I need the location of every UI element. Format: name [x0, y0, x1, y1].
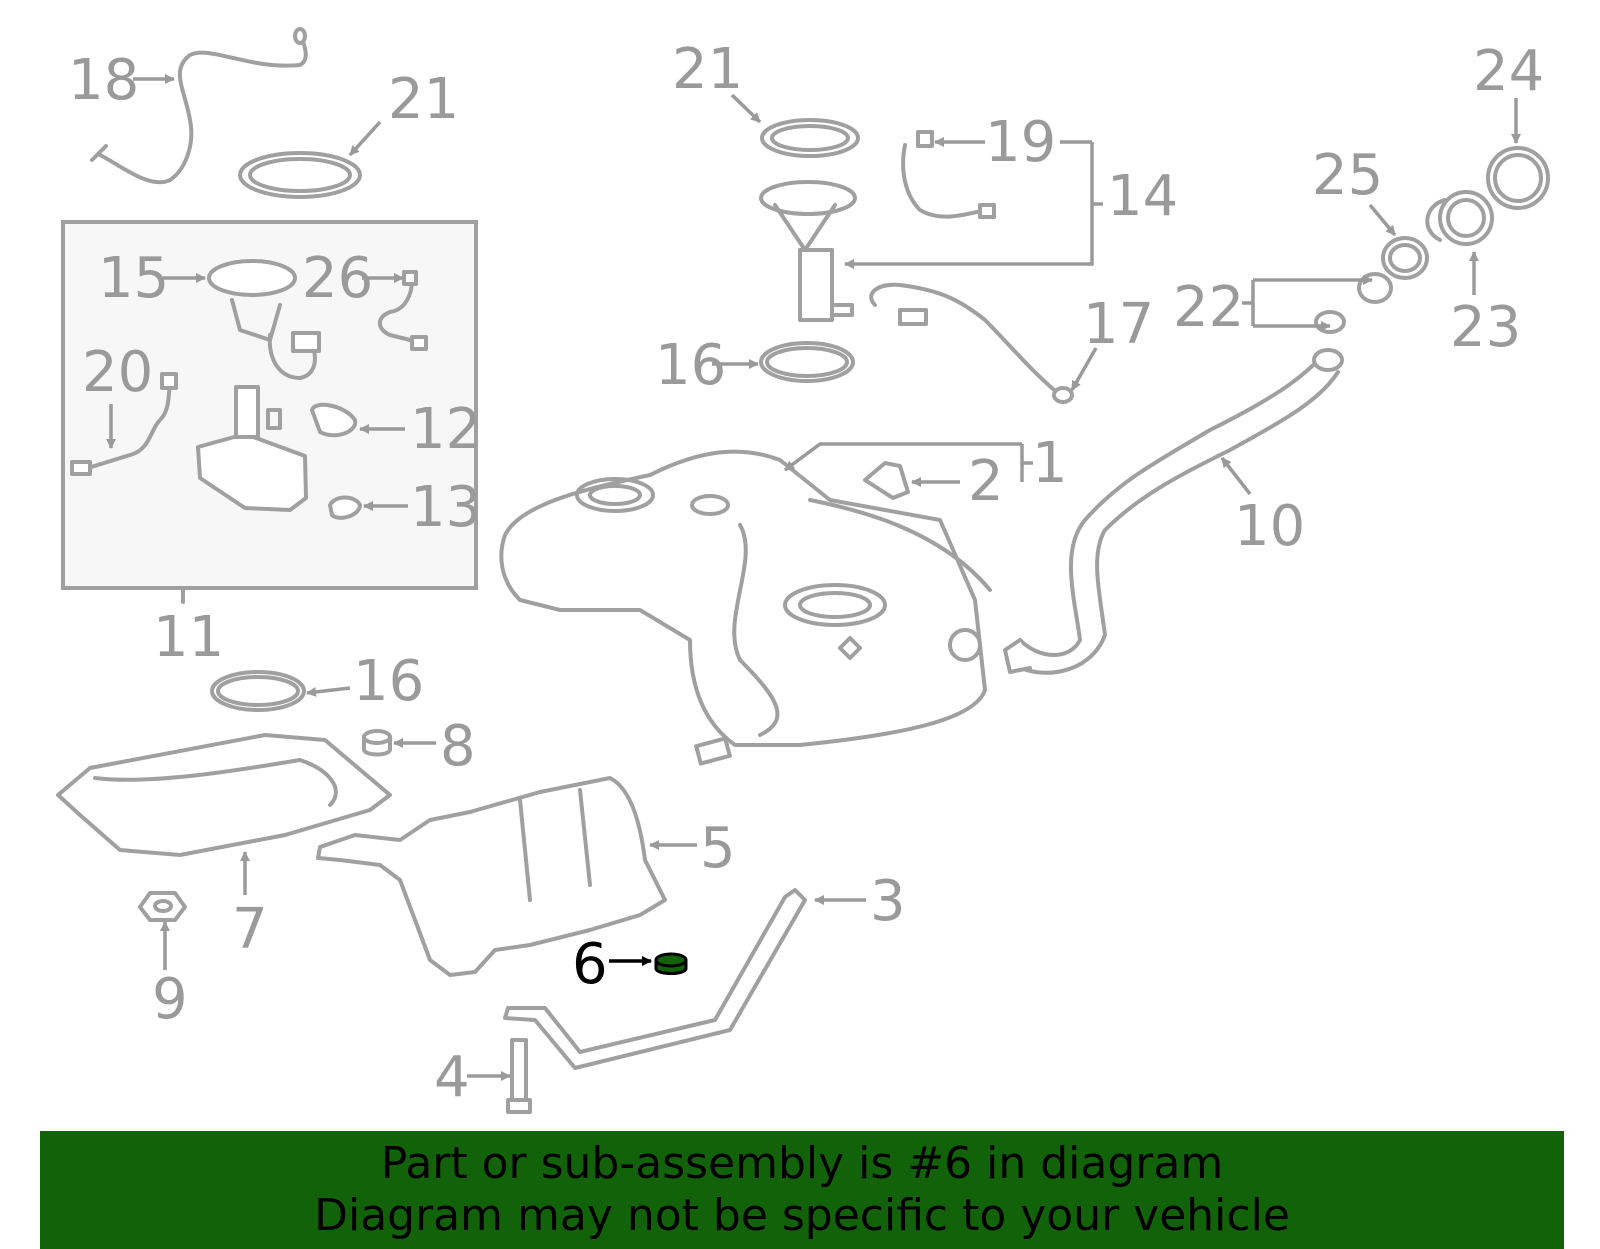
callout-16-left: 16: [353, 649, 424, 714]
part-17-tube: [869, 282, 1074, 404]
part-2-valve: [863, 461, 910, 500]
callout-5: 5: [700, 816, 736, 881]
part-10-filler-pipe: [1003, 348, 1344, 675]
part-3-band: [503, 888, 807, 1070]
callout-8: 8: [440, 714, 476, 779]
callout-23: 23: [1450, 295, 1521, 360]
part-9-nut: [138, 891, 187, 922]
callout-11: 11: [153, 605, 224, 670]
info-banner: Part or sub-assembly is #6 in diagram Di…: [40, 1131, 1564, 1249]
part-24-gasket: [1486, 146, 1550, 210]
callout-20: 20: [82, 340, 153, 405]
part-26-wire: [377, 270, 428, 351]
part-pump-body: [196, 385, 308, 512]
callout-26: 26: [302, 246, 373, 311]
callout-labels: 1 2 3 4 5 6 7 8 9 10 11 12 13 14 15 16 1…: [68, 37, 1544, 1110]
part-15-sender: [207, 259, 321, 380]
part-12-filter: [310, 402, 358, 438]
part-23-housing: [1425, 190, 1494, 246]
callout-1: 1: [1032, 431, 1068, 496]
banner-line-2: Diagram may not be specific to your vehi…: [314, 1190, 1290, 1241]
callout-3: 3: [870, 869, 906, 934]
callout-6: 6: [572, 932, 608, 997]
callout-18: 18: [68, 48, 139, 113]
callout-14: 14: [1107, 164, 1178, 229]
callout-24: 24: [1473, 39, 1544, 104]
part-18-pipe: [90, 27, 308, 185]
callout-7: 7: [232, 897, 268, 962]
part-21-ring-center: [760, 118, 860, 158]
part-25-gasket: [1381, 236, 1429, 280]
callout-17: 17: [1083, 292, 1154, 357]
callout-21-center: 21: [672, 37, 743, 102]
callout-25: 25: [1312, 143, 1383, 208]
part-6-cushion-highlighted: [654, 952, 688, 975]
callout-9: 9: [152, 967, 188, 1032]
part-1-fuel-tank: [499, 449, 992, 766]
callout-22: 22: [1173, 275, 1244, 340]
callout-19: 19: [985, 110, 1056, 175]
part-19-wire: [901, 130, 996, 219]
callout-12: 12: [410, 397, 481, 462]
leader-arrows: [106, 74, 1521, 1081]
part-16-gasket-center: [759, 341, 855, 383]
callout-21-left: 21: [388, 67, 459, 132]
part-22-cap: [1314, 272, 1393, 334]
part-5-insulator: [316, 776, 667, 977]
part-8-cushion: [362, 729, 392, 757]
callout-15: 15: [98, 246, 169, 311]
callout-16-center: 16: [655, 333, 726, 398]
banner-line-1: Part or sub-assembly is #6 in diagram: [380, 1138, 1224, 1189]
part-7-protector: [56, 733, 392, 857]
part-21-ring-left: [238, 151, 362, 199]
callout-13: 13: [410, 475, 481, 540]
part-13-strainer: [328, 495, 362, 520]
part-16-gasket-left: [210, 670, 306, 712]
callout-4: 4: [434, 1045, 470, 1110]
part-4-bolt: [506, 1038, 532, 1114]
part-14-sender-assembly: [759, 180, 857, 322]
part-20-wire: [70, 372, 178, 476]
bracket-lines: [844, 140, 1373, 482]
callout-10: 10: [1234, 494, 1305, 559]
callout-2: 2: [968, 449, 1004, 514]
